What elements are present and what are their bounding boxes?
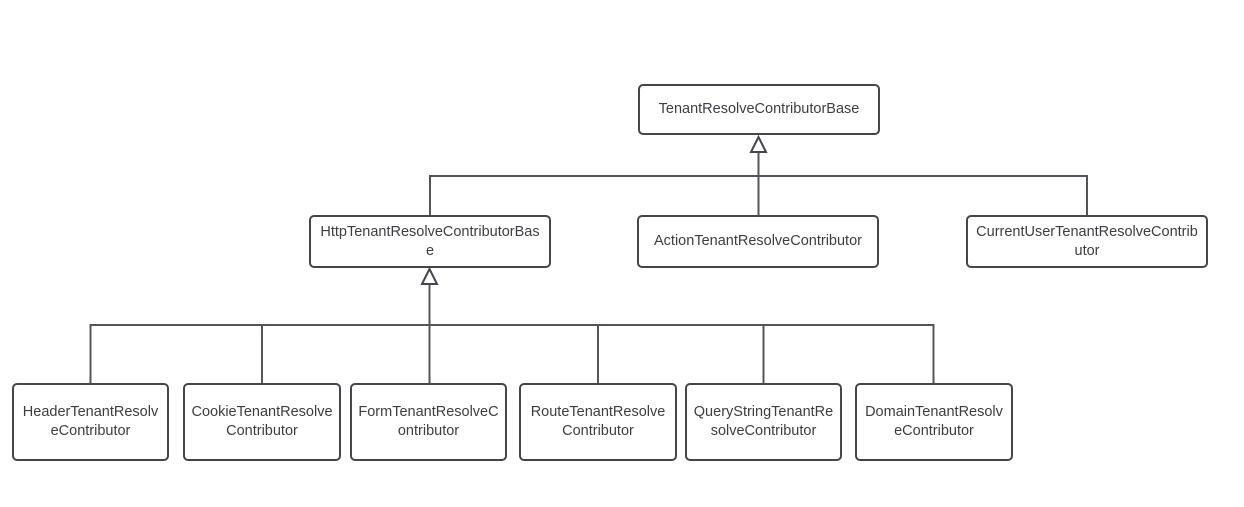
node-route-tenant-resolve-contributor: RouteTenantResolveContributor (519, 383, 677, 461)
node-form-tenant-resolve-contributor: FormTenantResolveContributor (350, 383, 507, 461)
node-label: DomainTenantResolveContributor (865, 404, 1003, 439)
node-current-user-tenant-resolve-contributor: CurrentUserTenantResolveContributor (966, 215, 1208, 268)
node-label: TenantResolveContributorBase (658, 101, 860, 118)
node-label: FormTenantResolveContributor (358, 404, 499, 439)
inheritance-arrowhead-http-icon (420, 266, 439, 285)
inheritance-arrowhead-root-icon (749, 134, 768, 153)
node-query-string-tenant-resolve-contributor: QueryStringTenantResolveContributor (685, 383, 842, 461)
node-label: CurrentUserTenantResolveContributor (976, 223, 1198, 259)
node-label: QueryStringTenantResolveContributor (693, 404, 834, 439)
node-http-tenant-resolve-contributor-base: HttpTenantResolveContributorBase (309, 215, 551, 268)
node-label: HttpTenantResolveContributorBase (320, 223, 540, 259)
edge-rail-tier3 (89, 324, 935, 383)
node-tenant-resolve-contributor-base: TenantResolveContributorBase (638, 84, 880, 135)
node-cookie-tenant-resolve-contributor: CookieTenantResolveContributor (183, 383, 341, 461)
node-label: ActionTenantResolveContributor (654, 233, 862, 250)
node-label: HeaderTenantResolveContributor (22, 404, 159, 439)
node-label: CookieTenantResolveContributor (191, 404, 333, 439)
node-label: RouteTenantResolveContributor (530, 404, 666, 439)
node-header-tenant-resolve-contributor: HeaderTenantResolveContributor (12, 383, 169, 461)
node-domain-tenant-resolve-contributor: DomainTenantResolveContributor (855, 383, 1013, 461)
node-action-tenant-resolve-contributor: ActionTenantResolveContributor (637, 215, 879, 268)
